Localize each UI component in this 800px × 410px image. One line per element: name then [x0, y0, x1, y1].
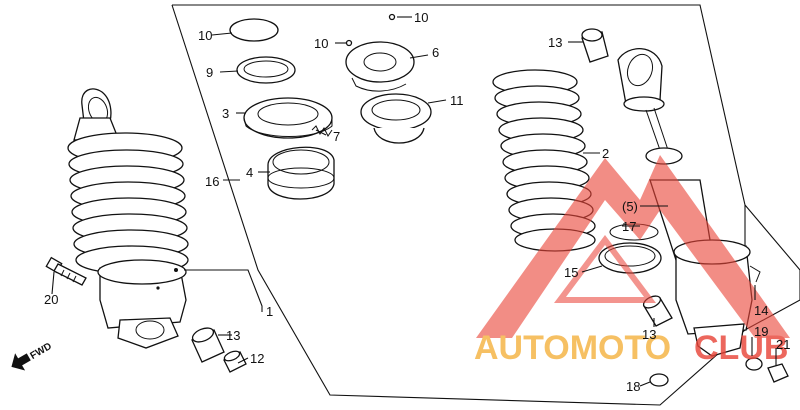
callout-3: 3 [222, 106, 229, 121]
callout-17: 17 [622, 219, 636, 234]
callout-10-mid: 10 [314, 36, 328, 51]
callout-21: 21 [776, 337, 790, 352]
callout-6: 6 [432, 45, 439, 60]
bush-top-13 [581, 28, 609, 63]
callout-19: 19 [754, 324, 768, 339]
stopper-seat-11 [360, 93, 432, 144]
assembled-shock [67, 88, 189, 349]
bush-left [191, 327, 225, 363]
callout-15: 15 [564, 265, 578, 280]
callout-20: 20 [44, 292, 58, 307]
circlip [229, 18, 279, 42]
callout-10-top: 10 [414, 10, 428, 25]
spring-seat-4 [267, 146, 335, 200]
callout-1: 1 [266, 304, 273, 319]
callout-14: 14 [754, 303, 768, 318]
callout-labels: 10 9 3 4 16 7 10 10 6 11 13 2 (5) 17 15 … [44, 10, 790, 394]
fwd-indicator: FWD [11, 341, 54, 371]
callout-2: 2 [602, 146, 609, 161]
callout-4: 4 [246, 165, 253, 180]
collar [223, 350, 247, 373]
callout-12: 12 [250, 351, 264, 366]
callout-9: 7 [333, 129, 340, 144]
stopper-seat-6 [345, 41, 415, 92]
spring-seat-3 [243, 97, 333, 139]
callout-11: 11 [450, 93, 464, 108]
pin-mid [345, 39, 353, 47]
callout-13-right: 13 [642, 327, 656, 342]
washer-18 [649, 373, 669, 387]
callout-16: 16 [205, 174, 219, 189]
bolt [45, 256, 87, 286]
fwd-label: FWD [29, 341, 54, 362]
watermark-text-b: CLUB [694, 329, 788, 367]
spring-2 [492, 69, 596, 252]
watermark: AUTOMOTO CLUB [474, 155, 790, 367]
ring-7 [236, 56, 296, 84]
washer-19 [745, 357, 763, 371]
callout-7: 9 [206, 65, 213, 80]
callout-18: 18 [626, 379, 640, 394]
callout-5: (5) [622, 199, 638, 214]
nut-21 [767, 363, 789, 383]
leader-lines [51, 16, 777, 387]
clip-14 [749, 265, 761, 283]
pin-top [388, 13, 396, 21]
callout-13-top: 13 [548, 35, 562, 50]
watermark-text-a: AUTOMOTO [474, 329, 671, 367]
callout-8: 10 [198, 28, 212, 43]
fwd-arrow-icon [11, 353, 31, 371]
spring-9 [311, 125, 333, 137]
callout-13-left: 13 [226, 328, 240, 343]
